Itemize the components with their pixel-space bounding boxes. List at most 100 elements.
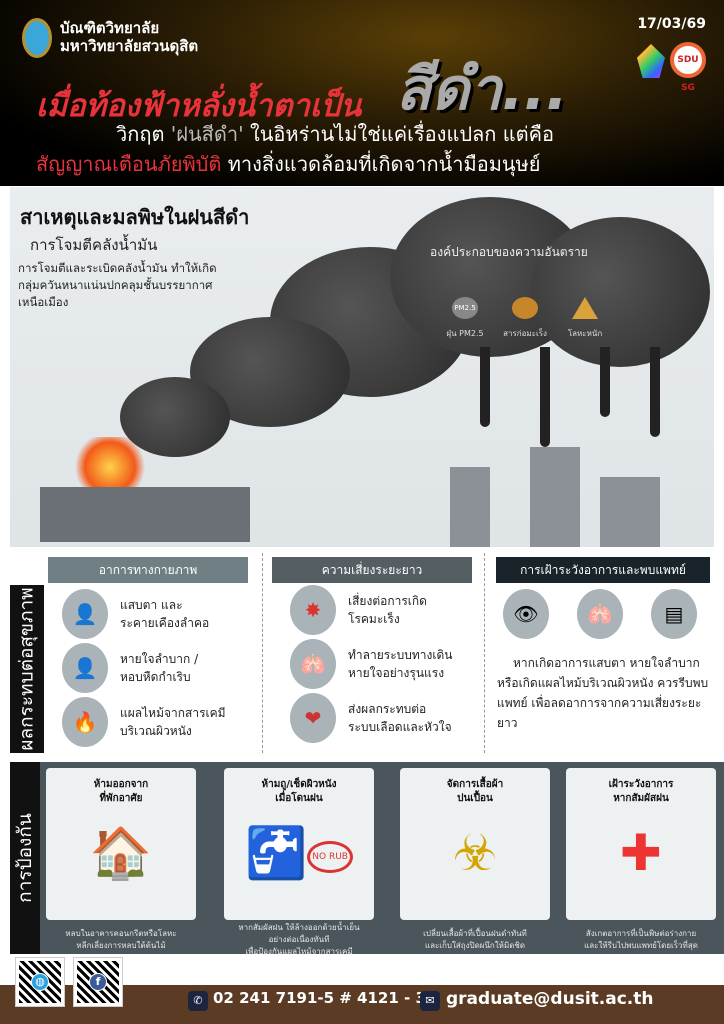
card-title: ห้ามถู/เช็ดผิวหนัง (261, 779, 337, 790)
caption-line: อย่างต่อเนื่องทันที (268, 935, 330, 944)
item-text: ระคายเคืองลำคอ (120, 616, 210, 630)
header: บัณฑิตวิทยาลัยมหาวิทยาลัยสวนดุสิต 17/03/… (0, 0, 724, 186)
components-title: องค์ประกอบของความอันตราย (430, 245, 588, 259)
prevention-card-no-rub: ห้ามถู/เช็ดผิวหนังเมื่อโดนฝน🚰NO RUB (224, 768, 374, 920)
card-title: หากสัมผัสฝน (613, 793, 669, 804)
oil-depot-factory (40, 487, 250, 542)
caption-line: เพื่อป้องกันแผลไหม้จากสารเคมี (245, 947, 353, 956)
eye-icon: 👁 (503, 589, 549, 639)
subtitle-b: ในอิหร่านไม่ใช่แค่เรื่องแปลก แต่คือ (243, 122, 555, 146)
university-line2: มหาวิทยาลัยสวนดุสิต (60, 37, 199, 55)
caption-line: หากสัมผัสฝน ให้ล้างออกด้วยน้ำเย็น (238, 923, 360, 932)
prevention-card-clothing: จัดการเสื้อผ้าปนเปื้อน☣ (400, 768, 550, 920)
symptom-item: 🔥แผลไหม้จากสารเคมีบริเวณผิวหนัง (62, 697, 226, 747)
causes-description: การโจมตีและระเบิดคลังน้ำมัน ทำให้เกิดกลุ… (18, 261, 217, 309)
prevention-card-monitor: เฝ้าระวังอาการหากสัมผัสฝน ✚ (566, 768, 716, 920)
lungs-icon: 🫁 (290, 639, 336, 689)
caption-line: และเก็บใส่ถุงปิดผนึกให้มิดชิด (424, 941, 526, 950)
prevention-card-stay-indoors: ห้ามออกจากที่พักอาศัย 🏠 (46, 768, 196, 920)
medical-advice: หากเกิดอาการแสบตา หายใจลำบาก หรือเกิดแผล… (497, 656, 709, 730)
causes-illustration: สาเหตุและมลพิษในฝนสีดำ การโจมตีคลังน้ำมั… (10, 187, 714, 547)
symptom-item: 👤แสบตา และระคายเคืองลำคอ (62, 589, 209, 639)
phone-number[interactable]: 02 241 7191-5 # 4121 - 3 (213, 989, 426, 1007)
component-carcinogen: สารก่อมะเร็ง (495, 297, 555, 340)
subtitle-quote: 'ฝนสีดำ' (170, 122, 244, 146)
card-caption: หากสัมผัสฝน ให้ล้างออกด้วยน้ำเย็นอย่างต่… (214, 922, 384, 958)
caption-line: และให้รีบไปพบแพทย์โดยเร็วที่สุด (584, 941, 698, 950)
side-label-text: ผลกระทบต่อสุขภาพ (16, 587, 39, 751)
city-building (450, 467, 490, 547)
card-title: ห้ามออกจาก (93, 779, 149, 790)
black-rain-drop (540, 347, 550, 447)
faucet-icon: 🚰NO RUB (224, 824, 374, 883)
card-title: ปนเปื้อน (457, 793, 493, 804)
burn-icon: 🔥 (62, 697, 108, 747)
card-caption: สังเกตอาการที่เป็นพิษต่อร่างกายและให้รีบ… (556, 928, 724, 952)
subtitle-line2: สัญญาณเตือนภัยพิบัติ ทางสิ่งแวดล้อมที่เก… (36, 148, 540, 180)
pm25-icon: PM2.5 (452, 297, 478, 319)
item-text: แสบตา และ (120, 598, 183, 612)
black-rain-drop (650, 347, 660, 437)
side-label-text: การป้องกัน (14, 813, 36, 903)
email-address[interactable]: graduate@dusit.ac.th (446, 989, 654, 1009)
subtitle-line1: วิกฤต 'ฝนสีดำ' ในอิหร่านไม่ใช่แค่เรื่องแ… (116, 118, 554, 150)
breathing-icon: 👤 (62, 643, 108, 693)
component-heavy-metal: โลหะหนัก (555, 297, 615, 340)
card-caption: หลบในอาคารคอนกรีตหรือโลหะหลีกเลี่ยงการหล… (36, 928, 206, 952)
swan-logo-icon (637, 44, 665, 78)
risk-item: ❤ส่งผลกระทบต่อระบบเลือดและหัวใจ (290, 693, 452, 743)
card-caption: เปลี่ยนเสื้อผ้าที่เปื้อนฝนดำทันทีและเก็บ… (390, 928, 560, 952)
column-header-physical: อาการทางกายภาพ (48, 557, 248, 583)
item-text: หายใจอย่างรุนแรง (348, 666, 445, 680)
health-impacts-section: ผลกระทบต่อสุขภาพ อาการทางกายภาพ ความเสี่… (0, 553, 724, 753)
component-label: สารก่อมะเร็ง (503, 329, 547, 338)
biohazard-icon: ☣ (452, 824, 498, 882)
heart-icon: ❤ (290, 693, 336, 743)
column-header-monitoring: การเฝ้าระวังอาการและพบแพทย์ (496, 557, 710, 583)
risk-item: 🫁 ทำลายระบบทางเดินหายใจอย่างรุนแรง (290, 639, 453, 689)
medical-cross-icon: ✚ (620, 824, 662, 882)
email-icon: ✉ (420, 991, 440, 1011)
skin-icon: ▤ (651, 589, 697, 639)
subtitle-c: ทางสิ่งแวดล้อมที่เกิดจากน้ำมือมนุษย์ (221, 152, 541, 176)
item-text: หอบหืดกำเริบ (120, 670, 191, 684)
university-name: บัณฑิตวิทยาลัยมหาวิทยาลัยสวนดุสิต (60, 19, 198, 55)
phone-icon: ✆ (188, 991, 208, 1011)
divider (262, 553, 263, 753)
card-title: เฝ้าระวังอาการ (608, 779, 674, 790)
divider (484, 553, 485, 753)
university-logo (22, 18, 52, 58)
item-text: บริเวณผิวหนัง (120, 724, 192, 738)
item-text: ระบบเลือดและหัวใจ (348, 720, 452, 734)
risk-item: ✸เสี่ยงต่อการเกิดโรคมะเร็ง (290, 585, 427, 635)
no-rub-badge: NO RUB (307, 840, 353, 873)
cancer-cell-icon: ✸ (290, 585, 336, 635)
caption-line: สังเกตอาการที่เป็นพิษต่อร่างกาย (585, 929, 697, 938)
item-text: ทำลายระบบทางเดิน (348, 648, 453, 662)
caption-line: หลบในอาคารคอนกรีตหรือโลหะ (65, 929, 177, 938)
subtitle-red: สัญญาณเตือนภัยพิบัติ (36, 152, 222, 176)
title-red: เมื่อท้องฟ้าหลั่งน้ำตาเป็น (36, 88, 362, 124)
university-line1: บัณฑิตวิทยาลัย (60, 19, 160, 37)
component-label: โลหะหนัก (567, 329, 603, 338)
card-title: ที่พักอาศัย (99, 793, 143, 804)
city-building (530, 447, 580, 547)
lungs-icon: 🫁 (577, 589, 623, 639)
website-qr-code[interactable] (15, 957, 65, 1007)
subtitle-a: วิกฤต (116, 122, 171, 146)
column-header-longterm: ความเสี่ยงระยะยาว (272, 557, 472, 583)
black-rain-drop (480, 347, 490, 427)
city-building (600, 477, 660, 547)
faucet-glyph: 🚰 (245, 824, 308, 882)
causes-title: สาเหตุและมลพิษในฝนสีดำ (20, 205, 250, 229)
health-side-label: ผลกระทบต่อสุขภาพ (10, 585, 44, 753)
caption-line: เปลี่ยนเสื้อผ้าที่เปื้อนฝนดำทันที (423, 929, 527, 938)
symptom-item: 👤หายใจลำบาก /หอบหืดกำเริบ (62, 643, 198, 693)
causes-subtitle: การโจมตีคลังน้ำมัน (30, 236, 158, 254)
component-label: ฝุ่น PM2.5 (446, 329, 484, 338)
title-big: สีดำ... (396, 55, 568, 123)
prevention-side-label: การป้องกัน (10, 762, 40, 954)
house-icon: 🏠 (89, 824, 153, 882)
date: 17/03/69 (637, 16, 706, 32)
carcinogen-icon (512, 297, 538, 319)
